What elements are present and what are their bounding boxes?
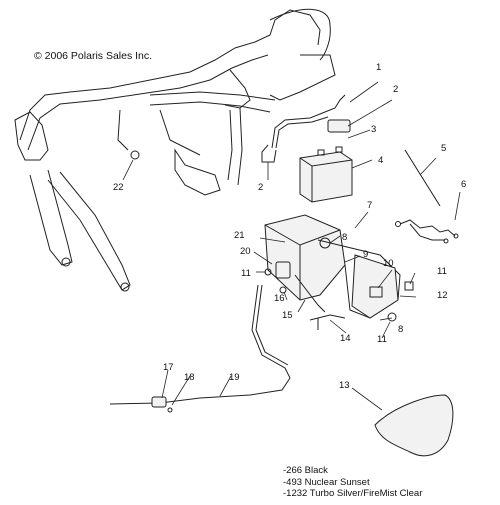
callout-20: 20 bbox=[240, 246, 251, 257]
callout-3: 3 bbox=[371, 124, 376, 135]
callout-11-left: 11 bbox=[241, 268, 251, 279]
callout-labels: 1 2 3 4 5 6 2 22 7 8 21 9 20 10 11 11 12… bbox=[113, 62, 466, 391]
motorcycle-frame bbox=[14, 8, 336, 292]
callout-11-lower: 11 bbox=[377, 334, 387, 345]
callout-8: 8 bbox=[342, 232, 347, 243]
callout-12: 12 bbox=[437, 290, 448, 301]
legend-row-nuclear-sunset: -493 Nuclear Sunset bbox=[283, 476, 370, 488]
callout-11-right: 11 bbox=[437, 266, 447, 277]
callout-13: 13 bbox=[339, 380, 350, 391]
mounting-hardware bbox=[264, 261, 346, 330]
callout-22: 22 bbox=[113, 182, 124, 193]
battery-box bbox=[264, 214, 414, 322]
hold-down-rod bbox=[404, 149, 441, 207]
color-legend: -266 Black -493 Nuclear Sunset -1232 Tur… bbox=[283, 465, 422, 500]
copyright-text: © 2006 Polaris Sales Inc. bbox=[34, 50, 153, 62]
callout-2-lower: 2 bbox=[258, 182, 263, 193]
wire-harness bbox=[395, 219, 459, 244]
callout-21: 21 bbox=[234, 230, 245, 241]
callout-10: 10 bbox=[383, 258, 394, 269]
callout-7: 7 bbox=[367, 200, 372, 211]
legend-row-turbo-silver: -1232 Turbo Silver/FireMist Clear bbox=[283, 488, 423, 499]
battery-cables bbox=[261, 94, 351, 163]
legend-row-black: -266 Black bbox=[283, 465, 328, 476]
callout-14: 14 bbox=[340, 333, 351, 344]
callout-8-lower: 8 bbox=[398, 324, 403, 335]
callout-15: 15 bbox=[282, 310, 293, 321]
callout-17: 17 bbox=[163, 362, 174, 373]
callout-9: 9 bbox=[363, 249, 368, 260]
battery bbox=[299, 146, 353, 203]
callout-2: 2 bbox=[393, 84, 398, 95]
callout-16: 16 bbox=[274, 293, 285, 304]
callout-1: 1 bbox=[376, 62, 381, 73]
callout-18: 18 bbox=[184, 372, 195, 383]
callout-5: 5 bbox=[441, 143, 446, 154]
callout-4: 4 bbox=[378, 155, 383, 166]
side-cover bbox=[374, 394, 454, 457]
leader-lines bbox=[122, 81, 461, 411]
grommet bbox=[130, 150, 140, 160]
vent-tube bbox=[109, 284, 291, 413]
callout-19: 19 bbox=[229, 372, 240, 383]
callout-6: 6 bbox=[461, 179, 466, 190]
